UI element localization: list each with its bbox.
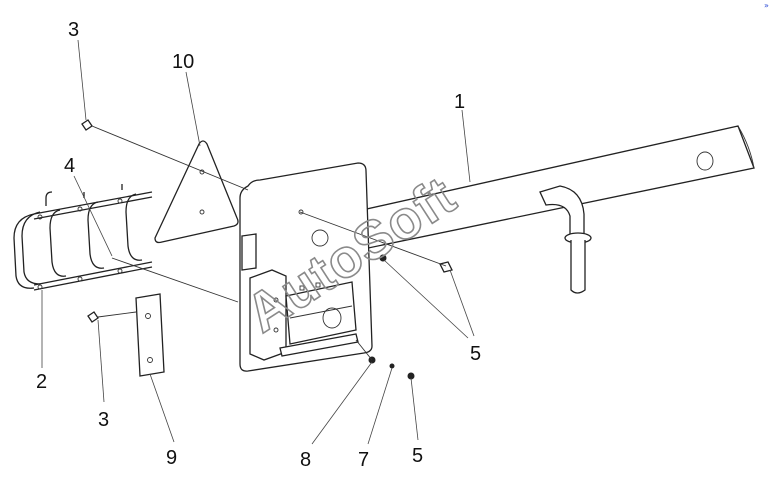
callout-7: 7 [358, 449, 369, 471]
nut-bottom-part-5 [407, 372, 415, 380]
frame-beam-part-1 [245, 125, 755, 294]
callout-4: 4 [64, 155, 75, 177]
wire-guard-part-2 [13, 184, 153, 291]
callout-8: 8 [300, 449, 311, 471]
warning-triangle-part-10 [154, 140, 239, 244]
callout-2: 2 [36, 371, 47, 393]
bolt-bottom-part-3 [87, 311, 99, 323]
callout-1: 1 [454, 91, 465, 113]
spring-washer-part-7 [389, 363, 395, 369]
leader-lines [41, 39, 475, 445]
callout-5-bottom: 5 [412, 445, 423, 467]
callout-9: 9 [166, 447, 177, 469]
bolt-top-part-3 [81, 119, 93, 131]
plate-part-9 [135, 293, 165, 377]
callout-3-top: 3 [68, 19, 79, 41]
washer-on-plate [379, 254, 387, 262]
callout-10: 10 [172, 51, 194, 73]
mudflap-plate [239, 162, 373, 372]
callout-5-right: 5 [470, 343, 481, 365]
corner-mark: » [764, 1, 769, 10]
callout-3-bottom: 3 [98, 409, 109, 431]
